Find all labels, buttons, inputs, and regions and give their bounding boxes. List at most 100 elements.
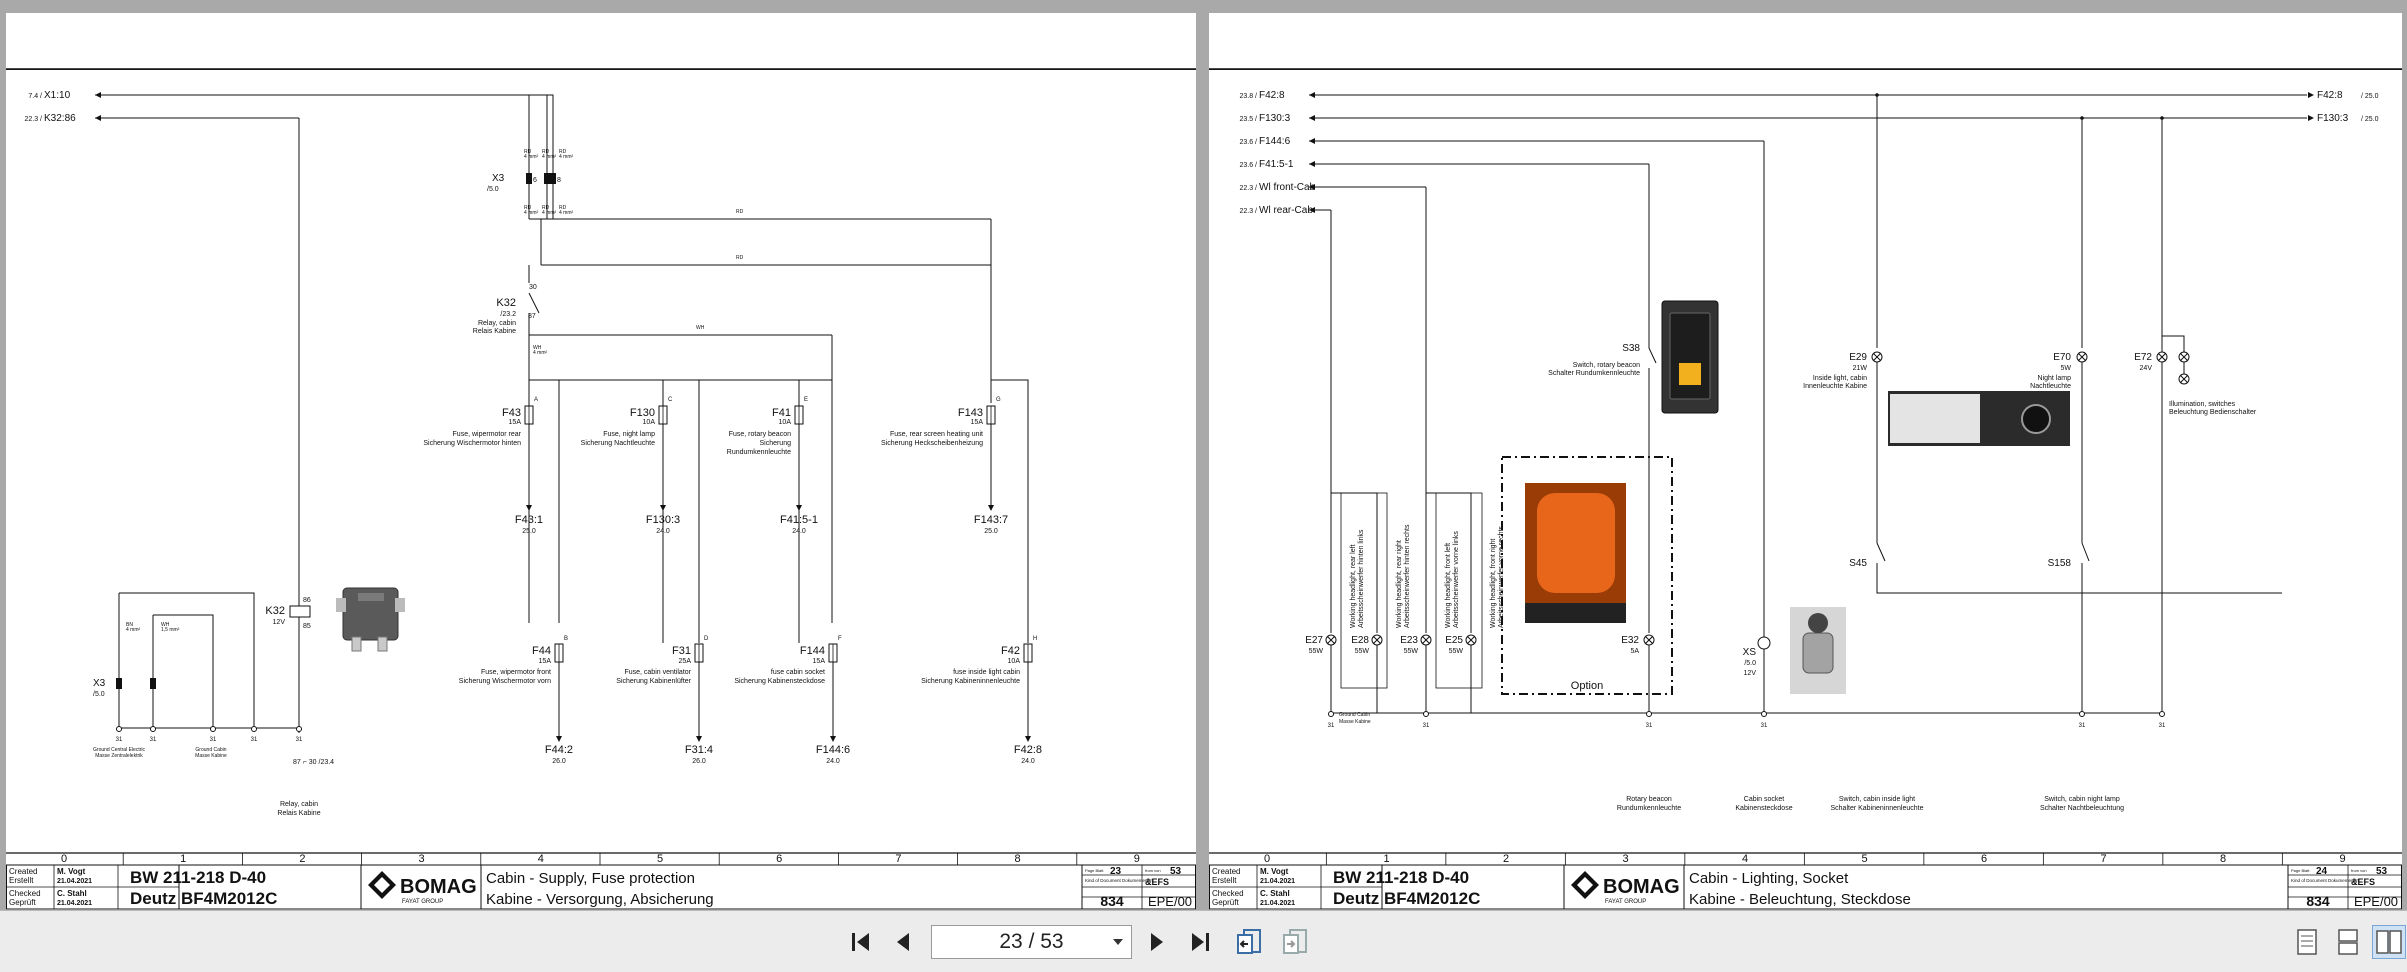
ref-source: 23.8 /: [1239, 93, 1257, 100]
k32-label: K32: [496, 297, 516, 309]
created-label-de: Erstellt: [1212, 876, 1237, 885]
lamp-id-E28: E28: [1351, 635, 1369, 646]
engine-title: Deutz BF4M2012C: [1333, 889, 1480, 908]
fuse-pin: E: [804, 397, 808, 403]
lamp-desc: Working headlight, rear right: [1396, 540, 1403, 628]
sheet-title-en: Cabin - Lighting, Socket: [1689, 870, 1849, 887]
terminal-31: 31: [251, 737, 258, 743]
ref-source: 23.6 /: [1239, 162, 1257, 169]
from-label: from von: [1145, 868, 1161, 873]
sheet-title-en: Cabin - Supply, Fuse protection: [486, 870, 695, 887]
socket-cap: [1808, 613, 1828, 633]
terminal-31: 31: [1646, 723, 1653, 729]
connector-pin: [526, 173, 532, 184]
next-page-button[interactable]: [1140, 925, 1174, 959]
lamp-desc-de: Arbeitsscheinwerfer hinten rechts: [1404, 524, 1411, 628]
fuse-desc-de: Sicherung: [759, 440, 791, 447]
junction-dot: [1875, 93, 1879, 97]
fuse-desc: fuse inside light cabin: [953, 669, 1020, 676]
column-number: 1: [180, 853, 186, 865]
two-page-view-button[interactable]: [2372, 925, 2406, 959]
bomag-logo-text: BOMAG: [1603, 876, 1680, 898]
function-label-de: Schalter Kabineninnenleuchte: [1830, 805, 1923, 812]
socket-icon: [1757, 636, 1771, 650]
page-selector[interactable]: 23 / 53: [931, 925, 1132, 959]
ref-source: 22.3 /: [1239, 185, 1257, 192]
relay-photo-tab: [395, 598, 405, 612]
single-page-view-button[interactable]: [2290, 925, 2324, 959]
jump-back-icon: [1237, 929, 1261, 954]
function-label-de: Rundumkennleuchte: [1617, 805, 1681, 812]
checked-name: C. Stahl: [1260, 889, 1290, 898]
ref-out-target: / 25.0: [2361, 116, 2379, 123]
document-number: 834: [1100, 893, 1124, 909]
switch-s45-label: S45: [1849, 558, 1867, 569]
fuse-target-ref: 24.0: [826, 758, 840, 765]
pin-hidden: 1: [1433, 634, 1434, 635]
fuse-id-F43: F43: [502, 407, 521, 419]
lamp-desc-de: Arbeitsscheinwerfer vorne rechts: [1498, 526, 1505, 628]
fuse-id-F31: F31: [672, 645, 691, 657]
fuse-target: F43:1: [515, 514, 543, 526]
column-number: 4: [1742, 853, 1748, 865]
socket-label: XS: [1743, 647, 1757, 658]
lamp-e70-label: E70: [2053, 352, 2071, 363]
ground-label: Ground Cabin: [1339, 712, 1370, 718]
lamp-cross: [1645, 636, 1653, 644]
socket-body: [1802, 632, 1834, 674]
checked-label-de: Geprüft: [1212, 898, 1239, 907]
ref-in: Wl rear-Cab: [1259, 205, 1313, 216]
function-label: Cabin socket: [1744, 796, 1785, 803]
created-date: 21.04.2021: [1260, 878, 1295, 885]
fuse-desc-de: Sicherung Kabinensteckdose: [734, 678, 825, 685]
lamp-e29-desc: Inside light, cabin: [1813, 375, 1867, 382]
last-page-button[interactable]: [1182, 925, 1216, 959]
column-number: 3: [1622, 853, 1628, 865]
first-page-button[interactable]: [845, 925, 879, 959]
k32-pin-30: 30: [529, 284, 537, 291]
wire-color-label: RD: [542, 205, 550, 211]
fuse-target: F130:3: [646, 514, 680, 526]
created-label: Created: [1212, 867, 1240, 876]
ground-label: Ground Cabin: [195, 747, 226, 753]
wire-size-label: 4 mm²: [559, 154, 574, 160]
ground-label-de: Masse Zentralelektrik: [95, 753, 143, 759]
column-number: 2: [299, 853, 305, 865]
arrow-down-icon: [556, 736, 562, 742]
fuse-desc-de: Sicherung Heckscheibenheizung: [881, 440, 983, 447]
continuous-view-button[interactable]: [2331, 925, 2365, 959]
fayat-group-text: FAYAT GROUP: [1605, 899, 1646, 905]
fuse-target-ref: 24.0: [1021, 758, 1035, 765]
lamp-e70-desc-de: Nachtleuchte: [2030, 383, 2071, 390]
fuse-desc: Fuse, cabin ventilator: [624, 669, 691, 676]
wire: [528, 94, 554, 109]
ref-in: F144:6: [1259, 136, 1291, 147]
wire-size-label: 4 mm²: [542, 210, 557, 216]
lamp-e29-label: E29: [1849, 352, 1867, 363]
jump-forward-button[interactable]: [1278, 925, 1312, 959]
pin-hidden: 1: [1384, 634, 1385, 635]
model-title: BW 211-218 D-40: [130, 868, 266, 887]
continuous-page-icon: [2338, 929, 2358, 955]
page-number: 23: [1110, 866, 1122, 877]
switch-s38-label: S38: [1622, 343, 1640, 354]
lamp-group-box: [1435, 492, 1483, 689]
lamp-cross: [1373, 636, 1381, 644]
lamp-e72-label: E72: [2134, 352, 2152, 363]
jump-back-button[interactable]: [1232, 925, 1266, 959]
lamp-e32-label: E32: [1621, 635, 1639, 646]
fuse-id-F41: F41: [772, 407, 791, 419]
lamp-e72-desc-de: Beleuchtung Bedienschalter: [2169, 409, 2257, 416]
right-schematic: 23.8 /F42:823.5 /F130:323.6 /F144:623.6 …: [1209, 68, 2402, 910]
lamp-watt: 55W: [1309, 648, 1324, 655]
sheet-title-de: Kabine - Beleuchtung, Steckdose: [1689, 891, 1911, 908]
lamp-cross: [1327, 636, 1335, 644]
prev-page-button[interactable]: [886, 925, 920, 959]
arrow-down-icon: [1025, 736, 1031, 742]
lamp-cross: [2158, 353, 2166, 361]
fuse-rating: 15A: [813, 658, 826, 665]
arrow-down-icon: [660, 505, 666, 511]
arrow-down-icon: [988, 505, 994, 511]
efs-code: &EFS: [2351, 877, 2375, 887]
arrow-down-icon: [796, 505, 802, 511]
